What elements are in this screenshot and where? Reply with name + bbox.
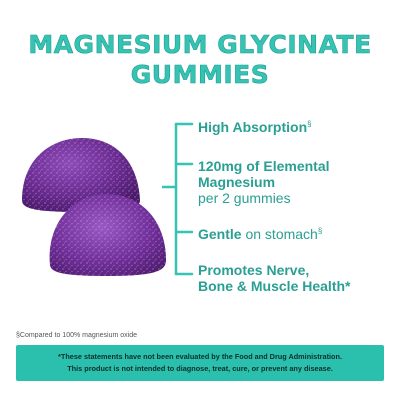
claim-subline: per 2 gummies — [198, 190, 291, 206]
claim-text-light: on stomach — [241, 226, 318, 242]
product-title-line2: GUMMIES — [130, 60, 270, 90]
gummy-front — [49, 194, 166, 276]
claim-gentle-on-stomach: Gentle on stomach§ — [198, 226, 322, 242]
product-title-line1: MAGNESIUM GLYCINATE — [28, 30, 372, 60]
gummy-back — [22, 138, 140, 212]
claim-line: Magnesium — [198, 174, 276, 190]
footnote-mark: § — [317, 226, 323, 236]
gummies-image — [22, 138, 166, 276]
claim-text: Gentle — [198, 226, 242, 242]
claim-line: Bone & Muscle Health* — [198, 278, 351, 294]
disclaimer-line: This product is not intended to diagnose… — [67, 364, 333, 373]
claims-bracket — [162, 122, 194, 276]
footnote: §Compared to 100% magnesium oxide — [16, 332, 138, 339]
claim-line: 120mg of Elemental — [198, 158, 330, 174]
fda-disclaimer: *These statements have not been evaluate… — [16, 345, 384, 381]
claim-line: Promotes Nerve, — [198, 262, 310, 278]
claim-text: High Absorption — [198, 119, 308, 135]
claim-nerve-bone-muscle: Promotes Nerve, Bone & Muscle Health* — [198, 262, 350, 294]
claim-elemental-magnesium: 120mg of Elemental Magnesium per 2 gummi… — [198, 158, 330, 206]
footnote-mark: § — [307, 119, 312, 129]
claim-high-absorption: High Absorption§ — [198, 119, 312, 135]
disclaimer-line: *These statements have not been evaluate… — [58, 352, 342, 361]
